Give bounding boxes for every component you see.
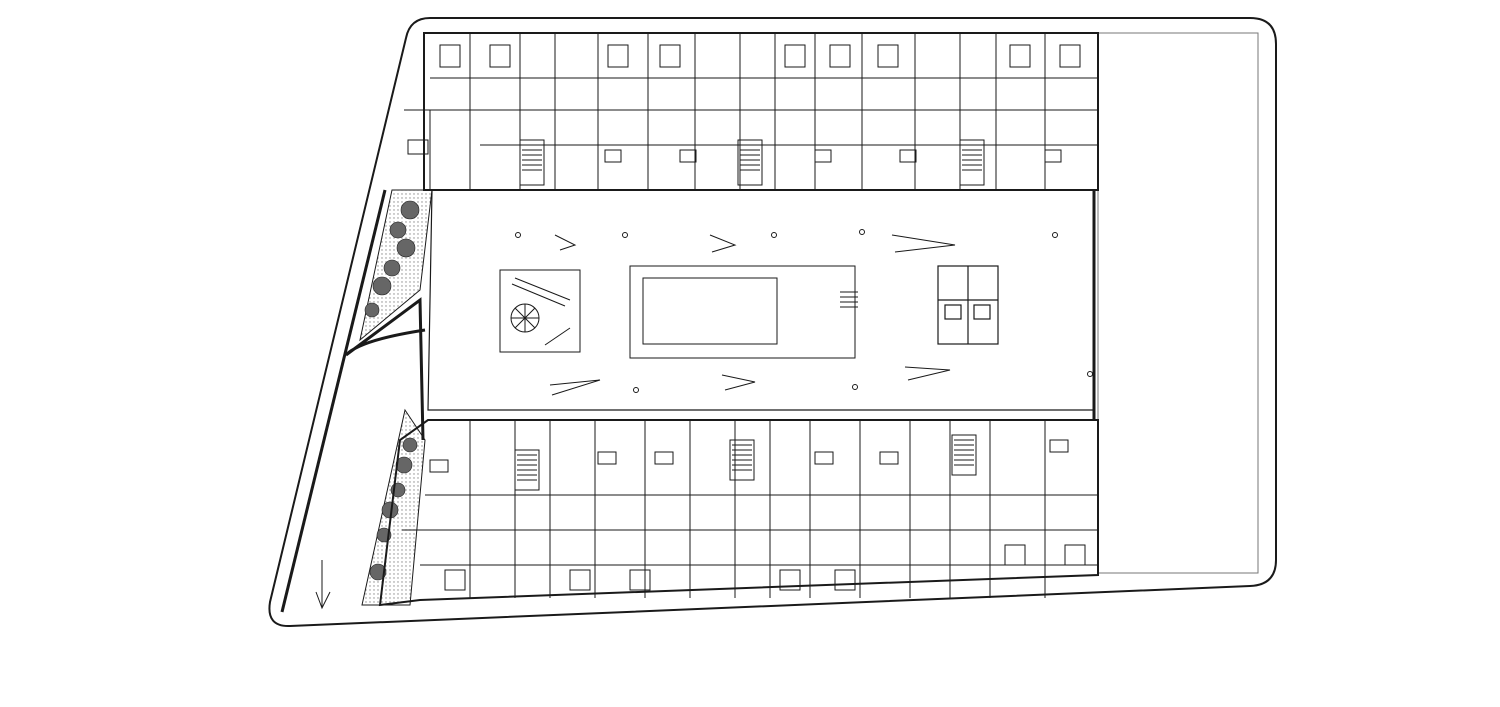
furniture-north xyxy=(407,44,1081,163)
south-block xyxy=(378,419,1099,607)
shrub xyxy=(396,238,416,258)
seesaw xyxy=(544,327,571,346)
changing-rooms xyxy=(937,265,999,345)
north-block xyxy=(392,32,1099,191)
stair-cores-north xyxy=(519,139,985,186)
shrub xyxy=(389,221,407,239)
furniture-south xyxy=(429,439,1086,591)
playground-area xyxy=(499,269,581,353)
shrub xyxy=(372,276,392,296)
shrub xyxy=(383,259,401,277)
playground xyxy=(499,269,581,353)
west-corner-unit xyxy=(392,109,431,191)
adjacent-lot xyxy=(1097,32,1259,574)
stair-cores-south xyxy=(514,434,977,491)
shrub xyxy=(400,200,420,220)
slide xyxy=(511,277,571,307)
shrub xyxy=(369,563,387,581)
access-ramp xyxy=(280,189,387,613)
pool xyxy=(629,265,858,359)
shrub xyxy=(402,437,418,453)
shrub xyxy=(364,302,380,318)
curved-wall xyxy=(344,297,426,441)
ramp-arrow xyxy=(315,560,331,610)
site-boundary xyxy=(268,17,1277,628)
entry-ramps xyxy=(549,234,956,396)
pool-steps xyxy=(840,291,858,308)
apartment-partitions-south xyxy=(469,420,1046,598)
columns xyxy=(515,229,1093,393)
pool-deck xyxy=(629,265,856,359)
south-block-outline xyxy=(378,419,1099,607)
apartment-partitions xyxy=(469,33,1046,190)
pool-basin xyxy=(642,277,778,345)
north-block-outline xyxy=(423,32,1099,191)
